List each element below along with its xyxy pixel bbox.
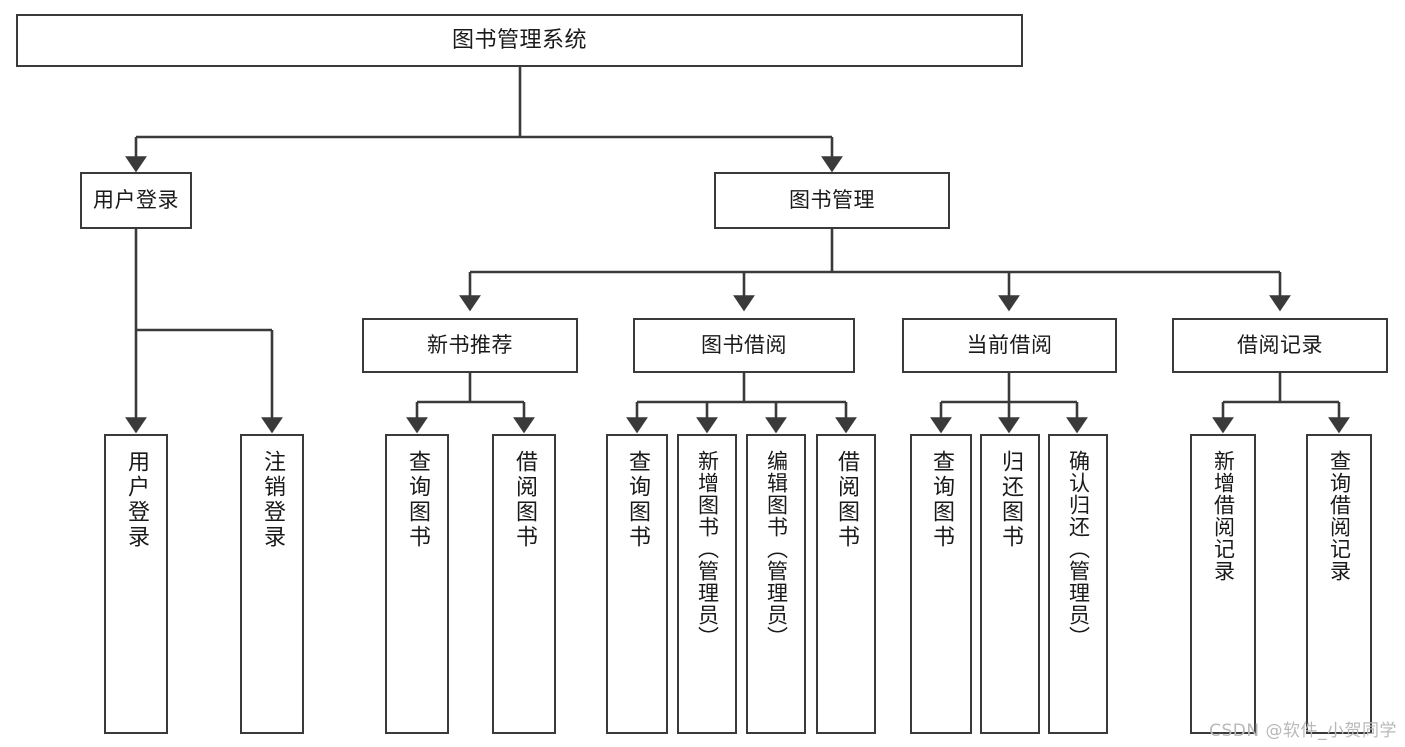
node-leaf-borrow-book-1-label: 借阅图书: [512, 450, 537, 550]
node-leaf-query-book-1-label: 查询图书: [405, 450, 430, 550]
node-leaf-borrow-book-1[interactable]: 借阅图书: [492, 434, 556, 734]
node-borrow-record[interactable]: 借阅记录: [1172, 318, 1388, 373]
node-root[interactable]: 图书管理系统: [16, 14, 1023, 67]
node-leaf-query-book-3[interactable]: 查询图书: [910, 434, 972, 734]
node-leaf-query-record[interactable]: 查询借阅记录: [1306, 434, 1372, 734]
node-leaf-borrow-book-2-label: 借阅图书: [834, 450, 859, 550]
node-leaf-confirm-return[interactable]: 确认归还（管理员）: [1048, 434, 1108, 734]
node-leaf-query-record-label: 查询借阅记录: [1327, 450, 1352, 582]
node-user-login[interactable]: 用户登录: [80, 172, 192, 229]
node-leaf-edit-book[interactable]: 编辑图书（管理员）: [746, 434, 806, 734]
node-user-login-label: 用户登录: [93, 188, 179, 213]
node-book-management[interactable]: 图书管理: [714, 172, 950, 229]
node-leaf-add-book-label: 新增图书（管理员）: [695, 450, 720, 648]
node-leaf-add-book[interactable]: 新增图书（管理员）: [677, 434, 737, 734]
node-leaf-logout-label: 注销登录: [260, 450, 285, 550]
node-root-label: 图书管理系统: [451, 27, 587, 53]
node-leaf-borrow-book-2[interactable]: 借阅图书: [816, 434, 876, 734]
node-leaf-query-book-2[interactable]: 查询图书: [606, 434, 668, 734]
node-leaf-user-login-label: 用户登录: [124, 450, 149, 550]
node-leaf-confirm-return-label: 确认归还（管理员）: [1066, 450, 1091, 648]
node-new-book-recommend[interactable]: 新书推荐: [362, 318, 578, 373]
node-book-management-label: 图书管理: [789, 188, 875, 213]
watermark-label: CSDN @软件_小贺同学: [1209, 721, 1397, 741]
node-leaf-add-record[interactable]: 新增借阅记录: [1190, 434, 1256, 734]
node-leaf-user-login[interactable]: 用户登录: [104, 434, 168, 734]
node-current-borrow-label: 当前借阅: [966, 333, 1053, 358]
node-new-book-recommend-label: 新书推荐: [427, 333, 513, 358]
node-borrow-record-label: 借阅记录: [1237, 333, 1323, 358]
node-leaf-add-record-label: 新增借阅记录: [1211, 450, 1236, 582]
node-book-borrow-label: 图书借阅: [701, 333, 787, 358]
node-leaf-logout[interactable]: 注销登录: [240, 434, 304, 734]
node-leaf-query-book-2-label: 查询图书: [625, 450, 650, 550]
node-leaf-return-book-label: 归还图书: [998, 450, 1023, 550]
node-leaf-query-book-1[interactable]: 查询图书: [385, 434, 449, 734]
node-leaf-return-book[interactable]: 归还图书: [980, 434, 1040, 734]
node-book-borrow[interactable]: 图书借阅: [633, 318, 855, 373]
node-leaf-edit-book-label: 编辑图书（管理员）: [764, 450, 789, 648]
node-leaf-query-book-3-label: 查询图书: [929, 450, 954, 550]
node-current-borrow[interactable]: 当前借阅: [902, 318, 1117, 373]
